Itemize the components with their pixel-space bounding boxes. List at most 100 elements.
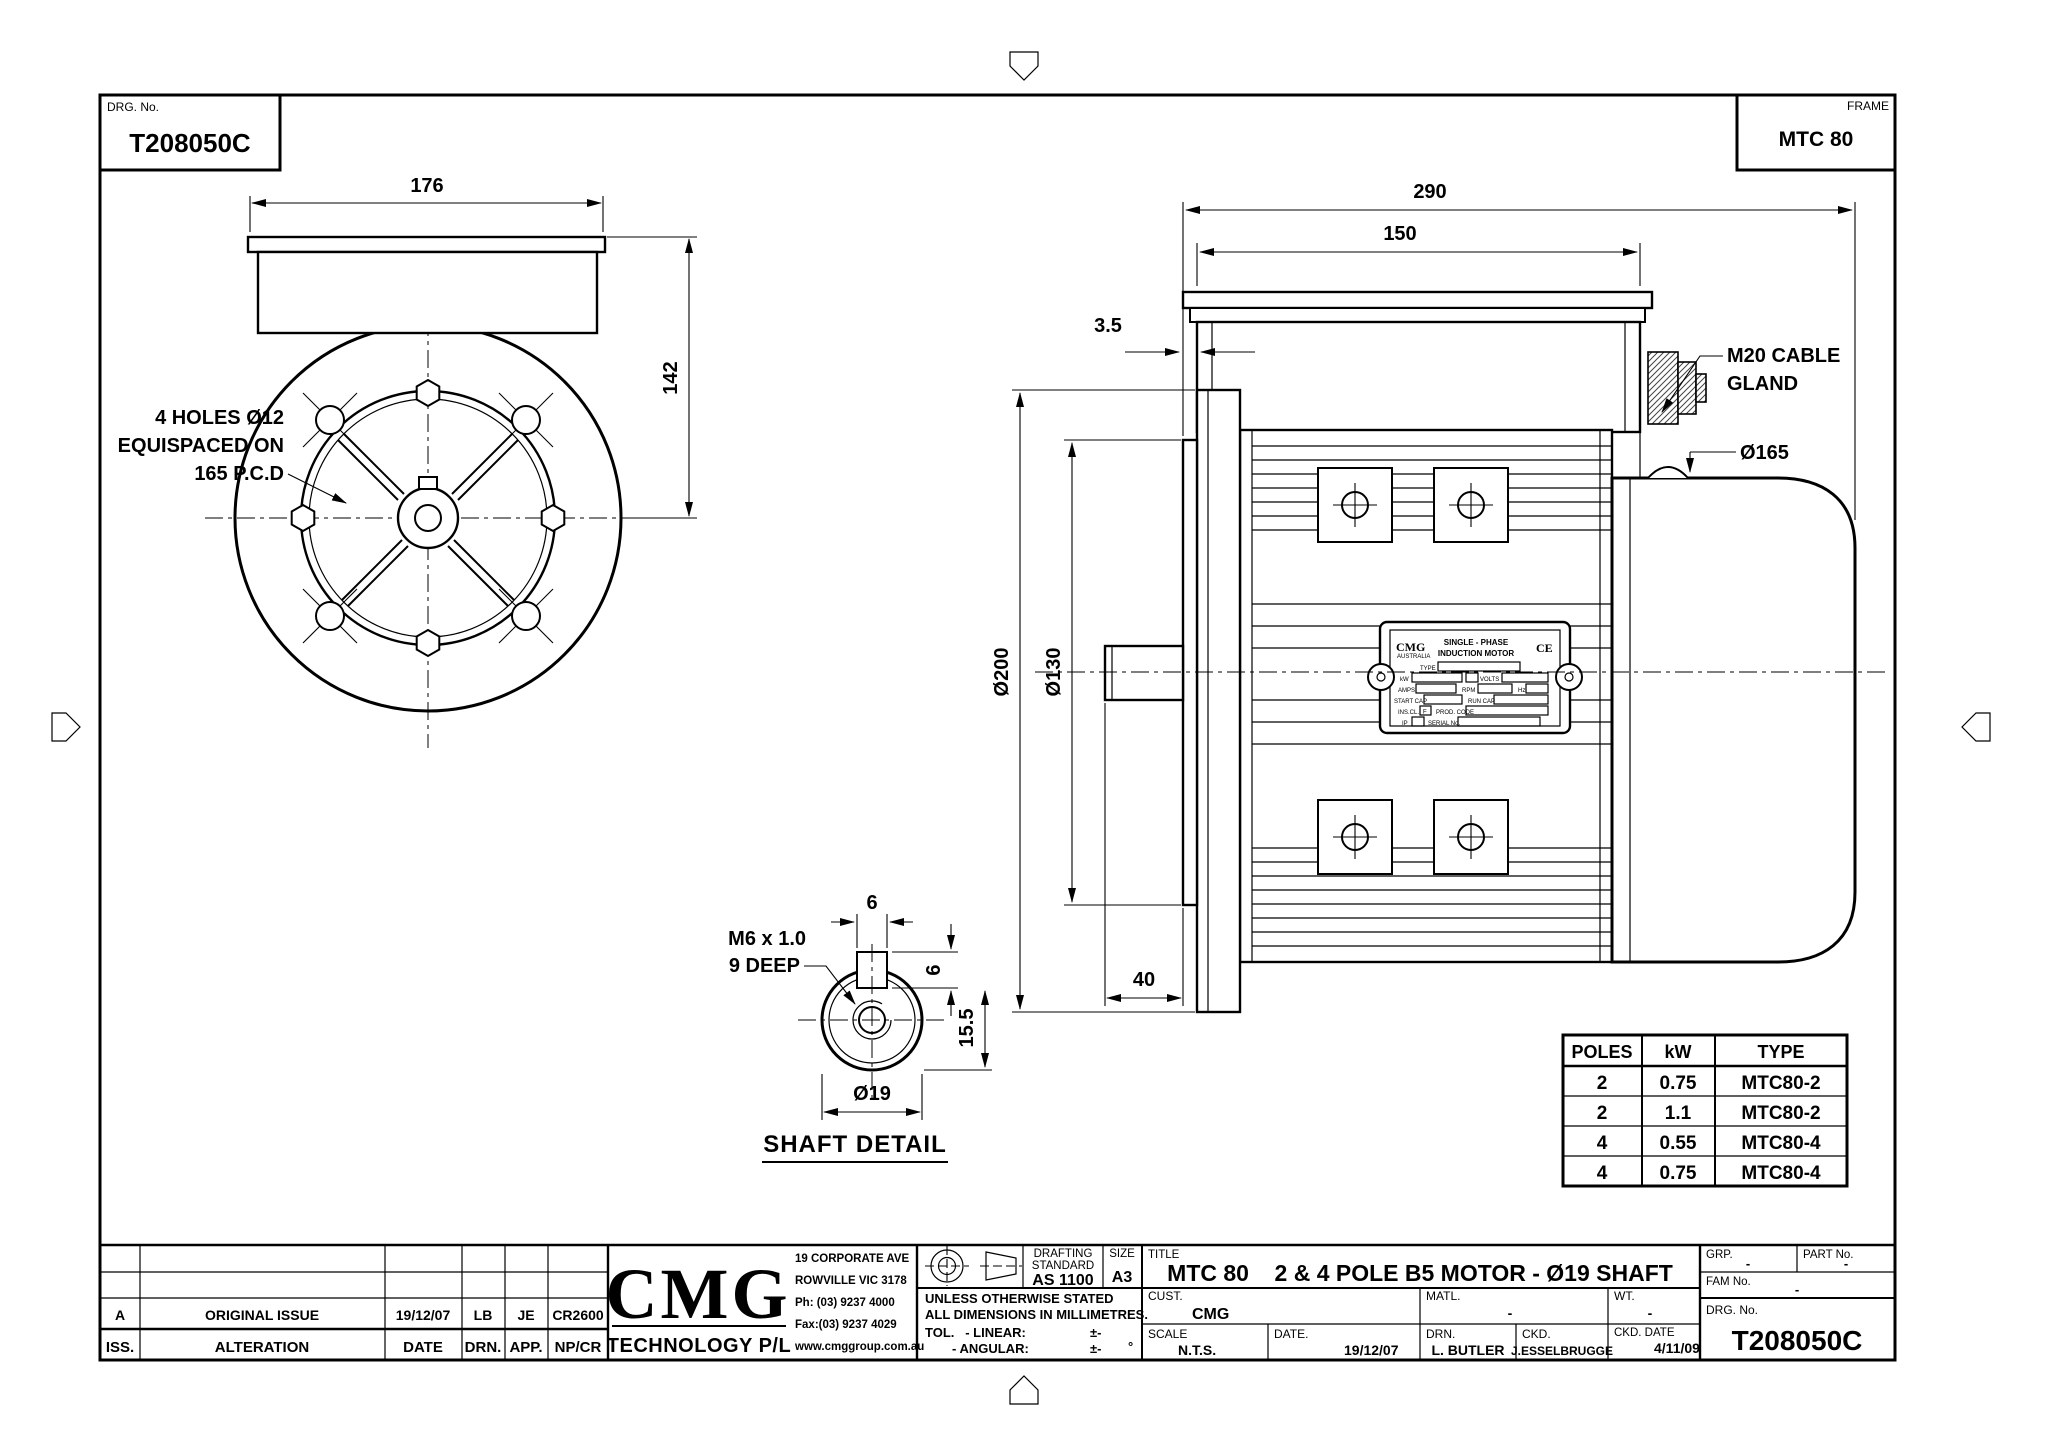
svg-text:INS.CL.: INS.CL.: [1398, 710, 1419, 716]
dim-key-depth: 6: [892, 924, 958, 1016]
nameplate: CMG AUSTRALIA SINGLE - PHASE INDUCTION M…: [1367, 620, 1583, 735]
mounting-pads: [1317, 467, 1509, 875]
table-row: 2 1.1 MTC80-2: [1597, 1103, 1821, 1124]
flange-plate: [1195, 388, 1242, 1014]
svg-text:DATE: DATE: [403, 1339, 443, 1356]
address-line: Ph: (03) 9237 4000: [795, 1297, 895, 1309]
svg-text:CKD. DATE: CKD. DATE: [1614, 1327, 1675, 1339]
svg-text:3.5: 3.5: [1094, 315, 1122, 337]
svg-text:NP/CR: NP/CR: [555, 1339, 602, 1356]
drafting-standard-box: DRAFTING STANDARD AS 1100 SIZE A3: [1032, 1248, 1135, 1289]
svg-text:MTC80-4: MTC80-4: [1741, 1163, 1821, 1184]
svg-text:0.55: 0.55: [1660, 1133, 1697, 1154]
drawn-by-value: L. BUTLER: [1431, 1342, 1504, 1358]
svg-text:-: -: [1746, 1256, 1750, 1271]
svg-text:MATL.: MATL.: [1426, 1289, 1460, 1303]
svg-text:START CAP: START CAP: [1394, 699, 1427, 705]
projection-symbol-icon: [925, 1246, 1022, 1286]
svg-text:176: 176: [410, 175, 443, 197]
dim-142: 142: [607, 236, 697, 519]
svg-text:EQUISPACED ON: EQUISPACED ON: [118, 435, 284, 457]
date-value: 19/12/07: [1344, 1342, 1399, 1358]
title-label: TITLE: [1148, 1249, 1180, 1261]
svg-text:4: 4: [1597, 1133, 1608, 1154]
svg-text:SINGLE - PHASE: SINGLE - PHASE: [1444, 638, 1509, 647]
svg-text:AMPS: AMPS: [1398, 688, 1415, 694]
frame-box: FRAME MTC 80: [1735, 93, 1897, 172]
svg-text:kW: kW: [1400, 677, 1409, 683]
tap-note: M6 x 1.0 9 DEEP: [728, 928, 856, 1005]
title-block: A ORIGINAL ISSUE 19/12/07 LB JE CR2600 I…: [100, 1243, 1895, 1360]
svg-text:F: F: [1423, 710, 1427, 716]
front-keyway: [418, 476, 438, 490]
svg-text:WT.: WT.: [1614, 1289, 1635, 1303]
svg-text:ISS.: ISS.: [106, 1339, 134, 1356]
svg-text:MTC80-2: MTC80-2: [1741, 1103, 1820, 1124]
scale-value: N.T.S.: [1178, 1342, 1216, 1358]
svg-text:-: -: [1844, 1256, 1848, 1271]
svg-text:CKD.: CKD.: [1522, 1327, 1551, 1341]
rear-housing: [1610, 476, 1857, 964]
address-line: 19 CORPORATE AVE: [795, 1253, 909, 1265]
svg-text:DRN.: DRN.: [465, 1339, 502, 1356]
svg-text:CUST.: CUST.: [1148, 1289, 1183, 1303]
drg-no-value: T208050C: [129, 128, 251, 158]
svg-text:PART No.: PART No.: [1803, 1249, 1854, 1261]
dim-130: Ø130: [1043, 439, 1181, 906]
svg-text:- ANGULAR:: - ANGULAR:: [952, 1341, 1029, 1356]
svg-text:ORIGINAL ISSUE: ORIGINAL ISSUE: [205, 1307, 319, 1323]
frame-value: MTC 80: [1779, 128, 1854, 151]
svg-text:290: 290: [1413, 181, 1446, 203]
svg-text:MTC80-2: MTC80-2: [1741, 1073, 1820, 1094]
company-name: TECHNOLOGY P/L: [607, 1335, 791, 1357]
svg-text:M6 x 1.0: M6 x 1.0: [728, 928, 806, 950]
svg-text:A: A: [115, 1307, 125, 1323]
registration-mark-right: [1961, 712, 1991, 742]
svg-text:Ø165: Ø165: [1740, 442, 1789, 464]
front-view: 176 142 4 HOLES Ø12 EQUISPACED ON 165 P.…: [118, 175, 697, 748]
dim-200: Ø200: [991, 389, 1195, 1013]
front-shaft-hub: [396, 486, 460, 550]
dim-key-width: 6: [831, 892, 913, 948]
lifting-boss: [1647, 466, 1689, 479]
svg-text:FAM No.: FAM No.: [1706, 1276, 1751, 1288]
svg-text:40: 40: [1133, 969, 1155, 991]
col-poles: POLES: [1571, 1042, 1632, 1062]
front-terminal-box-lid: [246, 235, 607, 254]
dim-290: 290: [1182, 181, 1856, 520]
svg-text:0.75: 0.75: [1660, 1073, 1697, 1094]
dim-40: 40: [1104, 703, 1184, 1006]
svg-text:1.1: 1.1: [1665, 1103, 1692, 1124]
svg-text:IP: IP: [1402, 721, 1408, 727]
svg-text:VOLTS: VOLTS: [1480, 677, 1499, 683]
dim-176: 176: [249, 175, 604, 232]
revision-table: A ORIGINAL ISSUE 19/12/07 LB JE CR2600 I…: [106, 1307, 604, 1356]
svg-text:-: -: [1648, 1305, 1653, 1321]
svg-text:15.5: 15.5: [956, 1009, 978, 1048]
flange-screws: [290, 378, 566, 658]
svg-text:STANDARD: STANDARD: [1032, 1260, 1094, 1272]
table-row: 4 0.75 MTC80-4: [1597, 1163, 1821, 1184]
svg-text:19/12/07: 19/12/07: [396, 1307, 451, 1323]
svg-text:LB: LB: [474, 1307, 493, 1323]
svg-text:JE: JE: [517, 1307, 534, 1323]
side-terminal-box-lid: [1181, 290, 1654, 310]
svg-text:DRN.: DRN.: [1426, 1327, 1455, 1341]
shaft-detail-title: SHAFT DETAIL: [763, 1131, 947, 1158]
svg-text:A3: A3: [1112, 1269, 1133, 1286]
flange-holes: [302, 392, 554, 644]
registration-mark-left: [51, 712, 81, 742]
dim-15-5: 15.5: [924, 990, 992, 1071]
svg-text:Ø19: Ø19: [853, 1083, 891, 1105]
side-view: CMG AUSTRALIA SINGLE - PHASE INDUCTION M…: [991, 181, 1885, 1014]
svg-text:150: 150: [1383, 223, 1416, 245]
drg-no-label: DRG. No.: [107, 100, 159, 114]
svg-text:°: °: [1128, 1339, 1133, 1354]
shaft-detail: 6 6 15.5 Ø19 M6 x 1.0 9 DEEP SHAFT DETAI…: [728, 892, 992, 1163]
svg-text:165 P.C.D: 165 P.C.D: [194, 463, 284, 485]
svg-text:DATE.: DATE.: [1274, 1327, 1308, 1341]
drawing-title: MTC 80 2 & 4 POLE B5 MOTOR - Ø19 SHAFT: [1167, 1260, 1673, 1286]
svg-text:6: 6: [866, 892, 877, 914]
table-row: 2 0.75 MTC80-2: [1597, 1073, 1821, 1094]
ratings-table: POLES kW TYPE 2 0.75 MTC80-2 2 1.1 MTC80…: [1561, 1033, 1849, 1188]
